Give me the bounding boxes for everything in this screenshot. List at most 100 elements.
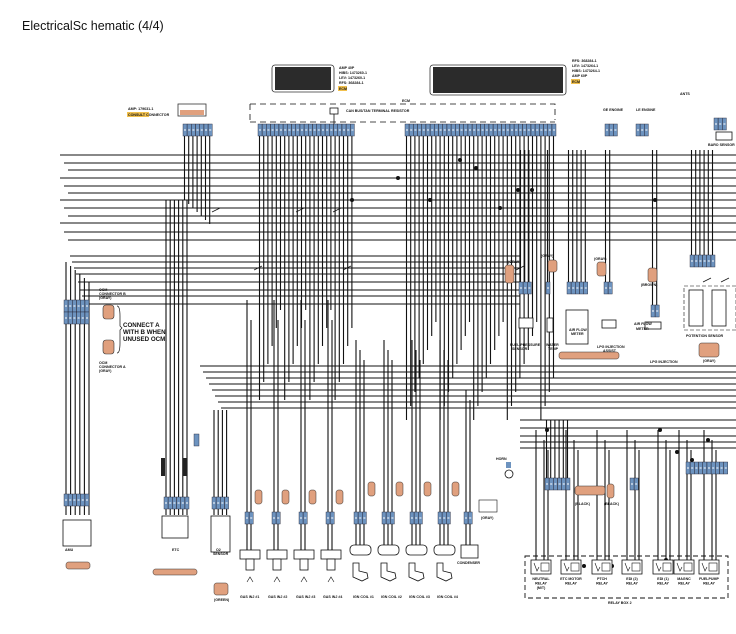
ign-coil-connector[interactable] (409, 511, 423, 525)
ecm-connector-left[interactable] (271, 64, 335, 93)
condenser-mating-connector[interactable] (478, 499, 498, 513)
body-harness-connector[interactable] (544, 477, 571, 491)
gas-injector-mating-connector[interactable] (254, 489, 263, 505)
o2-connector[interactable] (213, 582, 229, 596)
ign-coil[interactable] (377, 544, 400, 556)
sensor-harness-connector[interactable] (603, 281, 613, 295)
svg-text:HIBS: 1473260-1: HIBS: 1473260-1 (339, 71, 367, 75)
ign-coil-mating-connector[interactable] (451, 481, 460, 497)
ign-coil-mating-connector[interactable] (367, 481, 376, 497)
lpg-injection-assist[interactable] (601, 319, 617, 329)
wire-junction (653, 198, 657, 202)
pin-mark (511, 129, 513, 131)
svg-text:GAS INJ #1: GAS INJ #1 (240, 595, 259, 599)
condenser[interactable] (460, 544, 479, 559)
ecm-harness-connector-a[interactable] (257, 123, 355, 137)
amu-harness-connector-top[interactable] (63, 299, 90, 313)
horn-connector[interactable] (506, 462, 511, 468)
relay-harness-connector[interactable] (685, 461, 728, 475)
ign-coil[interactable] (433, 544, 456, 556)
ecm-connector-right-label: RFS: 368284-1 LEV: 1473264-1 HIBS: 14732… (571, 59, 600, 84)
pin-mark (317, 129, 320, 131)
gas-injector-connector[interactable] (271, 511, 281, 525)
ign-coil-connector[interactable] (381, 511, 395, 525)
sensor-harness-connector[interactable] (518, 281, 532, 295)
body-harness-connector-2[interactable] (629, 477, 639, 491)
o2-harness-connector[interactable] (211, 496, 229, 510)
ocm-connector-a[interactable] (102, 339, 115, 355)
sensor-harness-connector[interactable] (566, 281, 588, 295)
potention-sensor-2[interactable] (711, 289, 727, 327)
amu-connector[interactable] (65, 561, 91, 570)
gas-injector-connector[interactable] (325, 511, 335, 525)
potention-sensor-1[interactable] (688, 289, 704, 327)
ecm-harness-connector-b[interactable] (404, 123, 557, 137)
gas-injector-connector[interactable] (298, 511, 308, 525)
gas-injector[interactable] (293, 549, 315, 560)
lpg-assist-mating-connector[interactable] (596, 261, 607, 277)
consult-connector[interactable] (177, 103, 207, 117)
fuse[interactable] (193, 433, 200, 447)
gas-injector[interactable] (239, 549, 261, 560)
etc-module[interactable] (161, 515, 189, 539)
lpg-injection[interactable] (644, 321, 662, 330)
amu-harness-connector-mid[interactable] (63, 311, 90, 325)
ign-coil[interactable] (349, 544, 372, 556)
etc-harness-connector[interactable] (163, 496, 190, 510)
black-connector-1[interactable] (574, 485, 606, 496)
ecm-connector-right[interactable] (429, 64, 567, 96)
ge-engine-connector[interactable] (604, 123, 618, 137)
water-temp-mating-connector[interactable] (547, 259, 558, 273)
svg-text:POTENTION SENSOR: POTENTION SENSOR (686, 334, 724, 338)
gas-injector-connector[interactable] (244, 511, 254, 525)
connector-body (423, 481, 432, 497)
sensor-harness-connector[interactable] (545, 281, 551, 295)
lpg-injection-mating-connector[interactable] (647, 267, 658, 283)
air-flow-meter-connector[interactable] (558, 351, 620, 360)
can-terminal-resistor[interactable]: CAN BUS/TAN TERMINAL RESISTOR (329, 107, 410, 124)
fuel-sensor-mating-connector[interactable] (504, 264, 515, 284)
baro-sensor-connector[interactable] (713, 117, 727, 131)
gas-injector-mating-connector[interactable] (308, 489, 317, 505)
horn[interactable] (504, 469, 514, 479)
svg-text:IGN COIL #1: IGN COIL #1 (353, 595, 374, 599)
air-flow-meter[interactable] (565, 309, 589, 345)
ign-coil-mating-connector[interactable] (395, 481, 404, 497)
fuel-pressure-sensor[interactable] (518, 317, 534, 329)
ign-coil-connector[interactable] (437, 511, 451, 525)
sensor-harness-connector[interactable] (689, 254, 716, 268)
consult-harness-connector[interactable] (182, 123, 213, 137)
ocm-connector-b[interactable] (102, 304, 115, 320)
condenser-connector[interactable] (463, 511, 473, 525)
pin-mark (610, 129, 613, 131)
svg-text:TEMP: TEMP (548, 347, 559, 351)
pin-mark (699, 260, 702, 262)
gas-injector[interactable] (266, 549, 288, 560)
gas-injector-mating-connector[interactable] (281, 489, 290, 505)
ign-coil[interactable] (405, 544, 428, 556)
etc-connector[interactable] (152, 568, 198, 576)
relay-5[interactable]: EDI (1)RELAY (652, 559, 674, 586)
ign-coil-connector[interactable] (353, 511, 367, 525)
potention-sensor-mating-connector[interactable] (698, 342, 720, 358)
le-engine-connector[interactable] (635, 123, 649, 137)
gas-injector[interactable] (320, 549, 342, 560)
water-temp-sensor[interactable] (546, 317, 554, 333)
sensor-harness-connector[interactable] (650, 304, 660, 318)
relay-4[interactable]: EDI (2)RELAY (621, 559, 643, 586)
black-connector-2[interactable] (606, 483, 615, 499)
amu-module[interactable] (62, 519, 92, 547)
baro-sensor[interactable] (715, 131, 733, 141)
amu-harness-connector[interactable] (63, 493, 90, 507)
relay-coil (601, 562, 611, 572)
ign-coil-mating-connector[interactable] (423, 481, 432, 497)
o2-sensor[interactable] (210, 515, 231, 553)
pin-mark (553, 129, 555, 131)
gas-injector-mating-connector[interactable] (335, 489, 344, 505)
wire-junction (530, 188, 534, 192)
